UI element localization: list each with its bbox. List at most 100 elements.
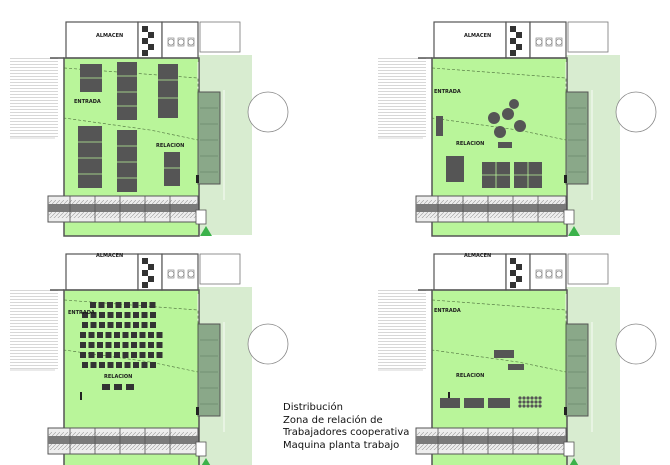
seat [133,322,139,328]
label-entrada: ENTRADA [434,89,461,95]
chair [534,396,538,400]
label-relacion: RELACION [156,143,184,149]
seat [97,332,103,338]
caption-line-3: Trabajadores cooperativa [283,427,410,438]
label-entrada: ENTRADA [434,308,461,314]
seat [148,332,154,338]
seat [99,362,105,368]
seat [122,342,129,348]
chair [526,396,530,400]
label-entrada: ENTRADA [74,99,101,105]
seat [107,362,114,368]
chair [538,400,542,404]
furniture-seats [80,302,163,368]
seat [124,312,131,318]
seat [114,342,120,348]
seat [156,342,163,348]
chair [522,404,526,408]
label-relacion: RELACION [456,141,484,147]
label-relacion: RELACION [104,374,132,380]
seat [131,342,137,348]
furniture-chairs [518,396,542,408]
seat [80,342,86,348]
seat [150,312,156,318]
seat [80,352,86,358]
seat [122,352,129,358]
seat [80,332,86,338]
seat [99,322,105,328]
seat [98,302,105,308]
seat [141,322,148,328]
seat [114,352,120,358]
seat [141,302,147,308]
seat [116,322,122,328]
seat [99,312,105,318]
seat [114,332,120,338]
caption: Distribución Zona de relación de Trabaja… [283,402,409,452]
seat [97,352,103,358]
seat [90,362,97,368]
seat [122,332,129,338]
seat [139,352,146,358]
plan-relation-zone: ALMACEN ENTRADA RELACION [377,21,657,237]
seat [90,312,97,318]
plan-auditorium: ALMACEN ENTRADA RELACION [9,253,289,465]
seat [148,342,154,348]
seat [148,352,154,358]
chair [522,400,526,404]
seat [88,342,95,348]
seat [97,342,103,348]
seat [88,352,95,358]
seat [124,322,131,328]
seat [156,332,163,338]
chair [538,396,542,400]
seat [139,342,146,348]
chair [526,400,530,404]
seat [90,322,97,328]
chair [534,400,538,404]
seat [82,312,88,318]
furniture-tables [78,62,180,192]
seat [141,362,148,368]
chair [530,400,534,404]
seat [88,332,95,338]
seat [116,312,122,318]
label-almacen: ALMACEN [464,253,491,259]
chair [518,396,522,400]
seat [115,302,122,308]
chair [530,396,534,400]
chair [538,404,542,408]
seat [105,352,112,358]
chair [534,404,538,408]
seat [131,352,137,358]
seat [150,362,156,368]
caption-line-2: Zona de relación de [283,414,383,426]
seat [105,342,112,348]
seat [107,322,114,328]
furniture-machine [440,350,524,408]
label-almacen: ALMACEN [96,33,123,39]
seat [116,362,122,368]
chair [518,400,522,404]
seat [150,322,156,328]
caption-line-1: Distribución [283,402,343,413]
seat [90,302,96,308]
seat [139,332,146,338]
seat [149,302,156,308]
seat [131,332,137,338]
seat [107,312,114,318]
label-almacen: ALMACEN [464,33,491,39]
seat [156,352,163,358]
chair [518,404,522,408]
seat [82,322,88,328]
seat [105,332,112,338]
seat [82,362,88,368]
plan-machine: ALMACEN ENTRADA RELACION [377,253,657,465]
label-relacion: RELACION [456,373,484,379]
label-almacen: ALMACEN [96,253,123,259]
chair [526,404,530,408]
caption-line-4: Maquina planta trabajo [283,439,400,451]
seat [107,302,113,308]
chair [522,396,526,400]
